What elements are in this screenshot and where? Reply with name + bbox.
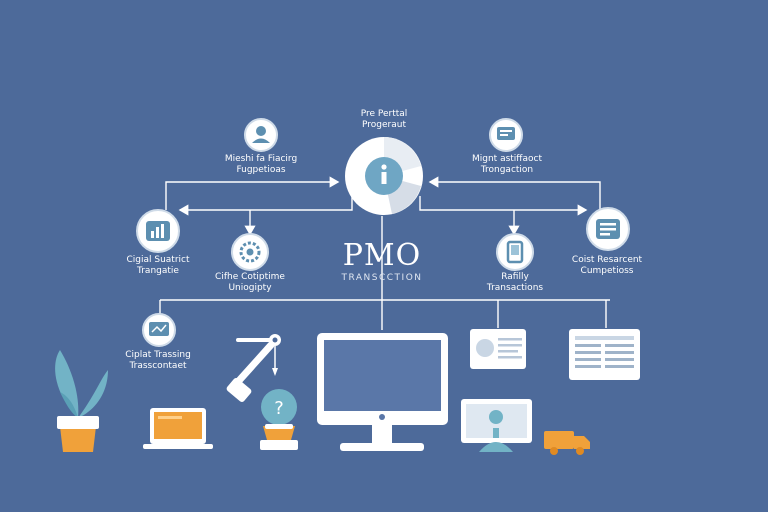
bar-chart-icon[interactable] <box>136 209 180 253</box>
hub-top-label-line2: Progeraut <box>362 120 406 130</box>
laptop-icon <box>143 408 213 449</box>
node-mid-left2-line2: Uniogipty <box>228 283 272 293</box>
node-label-top-right: Mignt astiffaoct Trongaction <box>472 154 542 176</box>
mobile-icon[interactable] <box>496 233 534 271</box>
node-label-mid-right2: Rafilly Transactions <box>487 272 543 294</box>
pmo-title: PMO <box>342 238 422 273</box>
connector-lines <box>159 176 610 330</box>
central-hub[interactable] <box>345 137 423 215</box>
node-top-right-line1: Mignt astiffaoct <box>471 154 543 164</box>
connector-left-top <box>165 176 340 210</box>
node-mid-right-line2: Cumpetioss <box>580 266 634 276</box>
gear-icon[interactable] <box>231 233 269 271</box>
desktop-monitor-icon <box>317 333 448 451</box>
user-screen-icon <box>461 399 532 452</box>
node-label-top-left: Mieshi fa Fiacirg Fugpetioas <box>225 154 297 176</box>
node-label-mid-left2: Cifhe Cotiptime Uniogipty <box>215 272 285 294</box>
node-mid-right2-line1: Rafilly <box>501 272 529 282</box>
node-mid-right-line1: Coist Resarcent <box>571 255 643 265</box>
node-top-right-line2: Trongaction <box>480 165 534 175</box>
robot-arm-icon <box>226 334 281 402</box>
node-top-left-line1: Mieshi fa Fiacirg <box>224 154 298 164</box>
node-bottom-left-line1: Ciplat Trassing <box>125 350 191 360</box>
truck-icon <box>544 431 590 455</box>
monitor-chart-icon[interactable] <box>142 313 176 347</box>
node-top-left-line2: Fugpetioas <box>236 165 286 175</box>
svg-text:?: ? <box>274 398 284 419</box>
plant-icon <box>55 350 108 452</box>
node-mid-left-line2: Trangatie <box>137 266 179 276</box>
connector-right-mid <box>419 196 588 216</box>
node-label-mid-left: Cigial Suatrict Trangatie <box>126 255 189 277</box>
node-bottom-left-line2: Trasscontaet <box>129 361 187 371</box>
node-mid-right2-line2: Transactions <box>486 283 544 293</box>
node-mid-left-line1: Cigial Suatrict <box>126 255 190 265</box>
hub-top-label: Pre Perttal Progeraut <box>361 109 408 131</box>
team-icon[interactable] <box>244 118 278 152</box>
table-card-icon <box>569 329 640 380</box>
node-label-bottom-left: Ciplat Trassing Trasscontaet <box>125 350 191 372</box>
node-mid-left2-line1: Cifhe Cotiptime <box>215 272 285 282</box>
node-label-mid-right: Coist Resarcent Cumpetioss <box>572 255 642 277</box>
pmo-subtitle: TRANSCCTION <box>341 273 423 283</box>
connector-left-mid <box>178 196 353 216</box>
profile-card-icon <box>470 329 526 369</box>
connector-right-top <box>428 176 601 210</box>
hub-top-label-line1: Pre Perttal <box>360 109 408 119</box>
help-orb-icon: ? <box>260 389 298 450</box>
chart-board-icon[interactable] <box>489 118 523 152</box>
document-board-icon[interactable] <box>586 207 630 251</box>
